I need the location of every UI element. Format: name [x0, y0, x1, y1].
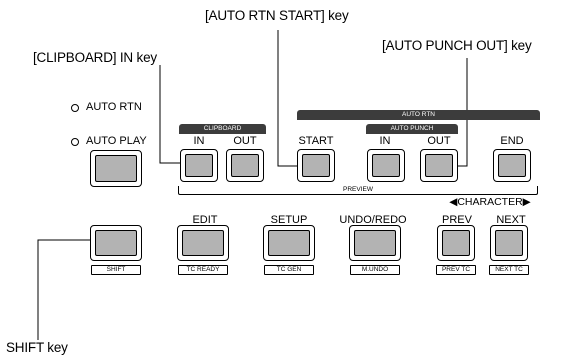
auto-rtn-end-key[interactable] [493, 149, 531, 182]
callout-shift: SHIFT key [6, 340, 68, 355]
preview-group-label: PREVIEW [178, 186, 538, 195]
auto-rtn-group-bar: AUTO RTN [297, 110, 540, 120]
tc-gen-sublabel: TC GEN [264, 265, 314, 275]
clipboard-in-key[interactable] [180, 149, 218, 182]
setup-key[interactable] [263, 225, 315, 261]
undo-redo-key[interactable] [349, 225, 401, 261]
clipboard-group-bar: CLIPBOARD [179, 124, 266, 134]
auto-play-key[interactable] [90, 150, 142, 187]
shift-sublabel: SHIFT [91, 265, 141, 275]
punch-out-label: OUT [427, 135, 451, 147]
edit-label: EDIT [192, 214, 218, 226]
next-tc-sublabel: NEXT TC [489, 265, 529, 275]
callout-clipboard-in: [CLIPBOARD] IN key [33, 50, 157, 65]
callout-auto-punch-out: [AUTO PUNCH OUT] key [382, 38, 532, 53]
clipboard-out-label: OUT [233, 135, 257, 147]
auto-rtn-indicator-label: AUTO RTN [86, 101, 142, 113]
punch-in-label: IN [379, 135, 391, 147]
shift-key[interactable] [90, 225, 142, 261]
auto-punch-in-key[interactable] [367, 149, 405, 182]
auto-play-led-icon [71, 138, 79, 146]
clipboard-in-label: IN [193, 135, 205, 147]
auto-punch-out-key[interactable] [420, 149, 458, 182]
setup-label: SETUP [270, 214, 308, 226]
auto-play-indicator-label: AUTO PLAY [86, 135, 147, 147]
next-label: NEXT [496, 214, 526, 226]
auto-rtn-start-key[interactable] [297, 149, 335, 182]
auto-punch-group-bar: AUTO PUNCH [366, 124, 458, 134]
leader-clipboard-in [159, 65, 184, 164]
prev-tc-sublabel: PREV TC [436, 265, 476, 275]
prev-key[interactable] [437, 225, 475, 261]
edit-key[interactable] [177, 225, 229, 261]
leader-auto-rtn-start [277, 30, 304, 167]
leader-shift [37, 239, 97, 340]
auto-rtn-led-icon [71, 104, 79, 112]
character-group-label: ◀CHARACTER▶ [449, 196, 531, 208]
start-label: START [298, 135, 334, 147]
callout-auto-rtn-start: [AUTO RTN START] key [205, 8, 349, 23]
next-key[interactable] [490, 225, 528, 261]
tc-ready-sublabel: TC READY [178, 265, 228, 275]
undo-redo-label: UNDO/REDO [339, 214, 407, 226]
end-label: END [500, 135, 524, 147]
prev-label: PREV [442, 214, 472, 226]
clipboard-out-key[interactable] [226, 149, 264, 182]
m-undo-sublabel: M.UNDO [350, 265, 400, 275]
